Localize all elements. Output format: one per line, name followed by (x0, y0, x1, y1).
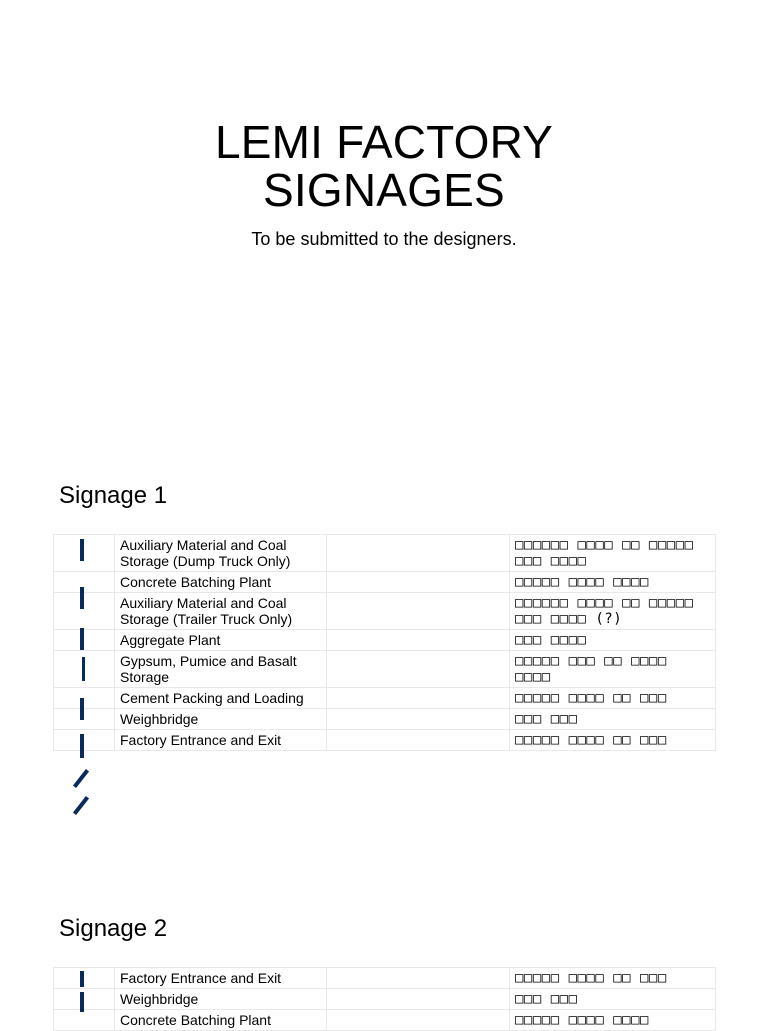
empty-cell (326, 687, 510, 709)
english-cell: Aggregate Plant (114, 629, 327, 651)
empty-cell (326, 629, 510, 651)
table-row: Weighbridge □□□ □□□ (53, 988, 716, 1012)
marker-bar-icon (80, 539, 84, 561)
document-subtitle: To be submitted to the designers. (251, 229, 517, 249)
marker-cell (53, 967, 115, 989)
marker-cell (53, 587, 115, 630)
marker-bar-icon (80, 971, 84, 987)
amharic-cell: □□□ □□□ (509, 708, 716, 730)
title-block: LEMI FACTORY SIGNAGES To be submitted to… (0, 118, 768, 250)
marker-cell (53, 687, 115, 720)
english-cell: Auxiliary Material and Coal Storage (Dum… (114, 534, 327, 572)
empty-cell (326, 592, 510, 630)
signage-1-heading: Signage 1 (59, 482, 168, 509)
marker-bar-icon (80, 628, 84, 650)
amharic-cell: □□□□□□ □□□□ □□ □□□□□ □□□ □□□□ (?) (509, 592, 716, 630)
english-cell: Weighbridge (114, 988, 327, 1010)
table-row: Aggregate Plant □□□ □□□□ (53, 628, 716, 651)
empty-cell (326, 571, 510, 593)
empty-cell (326, 708, 510, 730)
amharic-cell: □□□□□ □□□□ □□□□ (509, 571, 716, 593)
marker-cell (53, 988, 115, 1012)
amharic-cell: □□□ □□□□ (509, 629, 716, 651)
table-row: Auxiliary Material and Coal Storage (Dum… (53, 534, 716, 572)
document-title: LEMI FACTORY SIGNAGES (0, 118, 768, 214)
english-cell: Factory Entrance and Exit (114, 729, 327, 751)
marker-bar-icon (80, 734, 84, 758)
amharic-cell: □□□□□ □□□ □□ □□□□ □□□□ (509, 650, 716, 688)
table-row: Cement Packing and Loading □□□□□ □□□□ □□… (53, 687, 716, 720)
marker-cell (53, 628, 115, 651)
table-row: Concrete Batching Plant □□□□□ □□□□ □□□□ (53, 1009, 716, 1031)
marker-cell (53, 650, 115, 688)
table-row: Gypsum, Pumice and Basalt Storage □□□□□ … (53, 650, 716, 688)
marker-bar-icon (80, 587, 84, 609)
english-cell: Auxiliary Material and Coal Storage (Tra… (114, 592, 327, 630)
marker-cell (53, 708, 115, 730)
english-cell: Gypsum, Pumice and Basalt Storage (114, 650, 327, 688)
amharic-cell: □□□□□ □□□□ □□□□ (509, 1009, 716, 1031)
diagonal-marker-icon (72, 768, 90, 789)
table-row: Weighbridge □□□ □□□ (53, 708, 716, 730)
amharic-cell: □□□□□ □□□□ □□ □□□ (509, 967, 716, 989)
marker-cell (53, 1009, 115, 1031)
empty-cell (326, 650, 510, 688)
table-row: Factory Entrance and Exit □□□□□ □□□□ □□ … (53, 967, 716, 989)
empty-cell (326, 1009, 510, 1031)
marker-cell (53, 534, 115, 572)
marker-bar-icon (80, 992, 84, 1012)
english-cell: Weighbridge (114, 708, 327, 730)
marker-bar-icon (82, 657, 85, 681)
amharic-cell: □□□□□ □□□□ □□ □□□ (509, 729, 716, 751)
english-cell: Concrete Batching Plant (114, 1009, 327, 1031)
amharic-cell: □□□□□□ □□□□ □□ □□□□□ □□□ □□□□ (509, 534, 716, 572)
signage-2-table: Factory Entrance and Exit □□□□□ □□□□ □□ … (53, 967, 716, 1031)
english-cell: Concrete Batching Plant (114, 571, 327, 593)
empty-cell (326, 967, 510, 989)
marker-cell (53, 571, 115, 593)
title-line-2: SIGNAGES (263, 164, 505, 216)
table-row: Concrete Batching Plant □□□□□ □□□□ □□□□ (53, 571, 716, 593)
signage-1-table: Auxiliary Material and Coal Storage (Dum… (53, 534, 716, 758)
english-cell: Cement Packing and Loading (114, 687, 327, 709)
empty-cell (326, 988, 510, 1010)
title-line-1: LEMI FACTORY (214, 116, 554, 168)
diagonal-marker-icon (72, 795, 90, 816)
table-row: Factory Entrance and Exit □□□□□ □□□□ □□ … (53, 729, 716, 758)
english-cell: Factory Entrance and Exit (114, 967, 327, 989)
empty-cell (326, 534, 510, 572)
amharic-cell: □□□ □□□ (509, 988, 716, 1010)
amharic-cell: □□□□□ □□□□ □□ □□□ (509, 687, 716, 709)
marker-cell (53, 729, 115, 758)
table-row: Auxiliary Material and Coal Storage (Tra… (53, 587, 716, 630)
empty-cell (326, 729, 510, 751)
signage-2-heading: Signage 2 (59, 915, 168, 942)
